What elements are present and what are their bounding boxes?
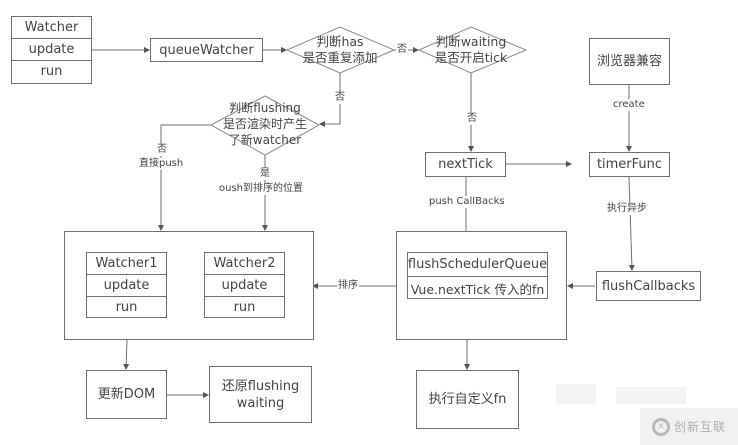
brand-logo-icon: ✕ [651, 417, 670, 436]
decision-flushing-diamond [209, 95, 321, 156]
watermark-text: 创新互联 [673, 420, 726, 434]
edge-has-to-flushing [319, 72, 341, 127]
reset-flags-line2: waiting [236, 395, 285, 411]
nexttick-node: nextTick [425, 152, 506, 177]
decision-has-text: 判断has 是否重复添加 [290, 34, 390, 66]
watcher2-title: Watcher2 [205, 253, 284, 275]
callbacks-list: flushSchedulerQueue Vue.nextTick 传入的fn [407, 252, 548, 299]
decision-has-line1: 判断has [316, 34, 364, 49]
watcher1-run: run [115, 300, 138, 315]
watcher-run: run [40, 64, 63, 79]
blur-artifact [616, 387, 686, 404]
reset-flags-line1: 还原flushing [221, 378, 300, 394]
decision-has-diamond [285, 26, 396, 74]
decision-flushing-line3: 了新watcher [228, 133, 302, 147]
watcher-title: Watcher [12, 17, 91, 39]
decision-waiting-line1: 判断waiting [435, 34, 507, 49]
edge-label-flushing-yes: 是 [259, 168, 271, 180]
watcher-queue-container: Watcher1 update run Watcher2 update run [64, 231, 314, 340]
timerfunc-node: timerFunc [589, 152, 670, 177]
decision-waiting-text: 判断waiting 是否开启tick [421, 34, 521, 66]
watcher1-update: update [87, 275, 166, 297]
decision-has-line2: 是否重复添加 [302, 50, 378, 65]
watcher-node: Watcher update run [11, 16, 92, 84]
decision-waiting-diamond [417, 26, 528, 74]
edge-label-direct-push: 直接push [138, 158, 185, 170]
watcher-update: update [12, 39, 91, 61]
watcher1-node: Watcher1 update run [86, 252, 167, 318]
decision-flushing-line2: 是否渲染时产生 [222, 117, 307, 131]
edge-label-run-async: 执行异步 [606, 203, 648, 215]
edge-label-waiting-no: 否 [466, 113, 478, 125]
update-dom-node: 更新DOM [86, 370, 167, 419]
edge-label-flushing-no: 否 [156, 144, 168, 156]
callback-user-fn: Vue.nextTick 传入的fn [410, 281, 545, 297]
edge-container-to-updatedom [123, 339, 130, 370]
edge-label-create: create [612, 99, 646, 111]
browser-compat-node: 浏览器兼容 [589, 38, 670, 85]
callback-flushschedulerqueue: flushSchedulerQueue [408, 253, 547, 277]
edge-timerfunc-to-flushcallbacks [628, 176, 635, 271]
run-custom-fn-node: 执行自定义fn [416, 370, 519, 429]
watcher2-update: update [205, 275, 284, 297]
edge-label-sort: 排序 [337, 280, 359, 292]
decision-flushing-text: 判断flushing 是否渲染时产生 了新watcher [213, 100, 317, 148]
callbacks-container: flushSchedulerQueue Vue.nextTick 传入的fn [396, 231, 567, 340]
watermark: ✕ 创新互联 [640, 408, 738, 445]
reset-flags-node: 还原flushing waiting [209, 366, 312, 423]
watcher2-run: run [233, 300, 256, 315]
edge-flushing-direct-push [158, 124, 211, 231]
blur-artifact [556, 384, 596, 404]
edge-label-push-callbacks: push CallBacks [428, 196, 506, 208]
flushcallbacks-node: flushCallbacks [596, 271, 701, 301]
decision-flushing-line1: 判断flushing [229, 101, 301, 115]
edge-label-has-no-down: 否 [334, 92, 346, 104]
edge-label-push-sorted: oush到排序的位置 [218, 183, 305, 195]
edge-label-has-no: 否 [396, 44, 408, 56]
watcher1-title: Watcher1 [87, 253, 166, 275]
decision-waiting-line2: 是否开启tick [434, 50, 508, 65]
watcher2-node: Watcher2 update run [204, 252, 285, 318]
queuewatcher-node: queueWatcher [150, 38, 263, 62]
